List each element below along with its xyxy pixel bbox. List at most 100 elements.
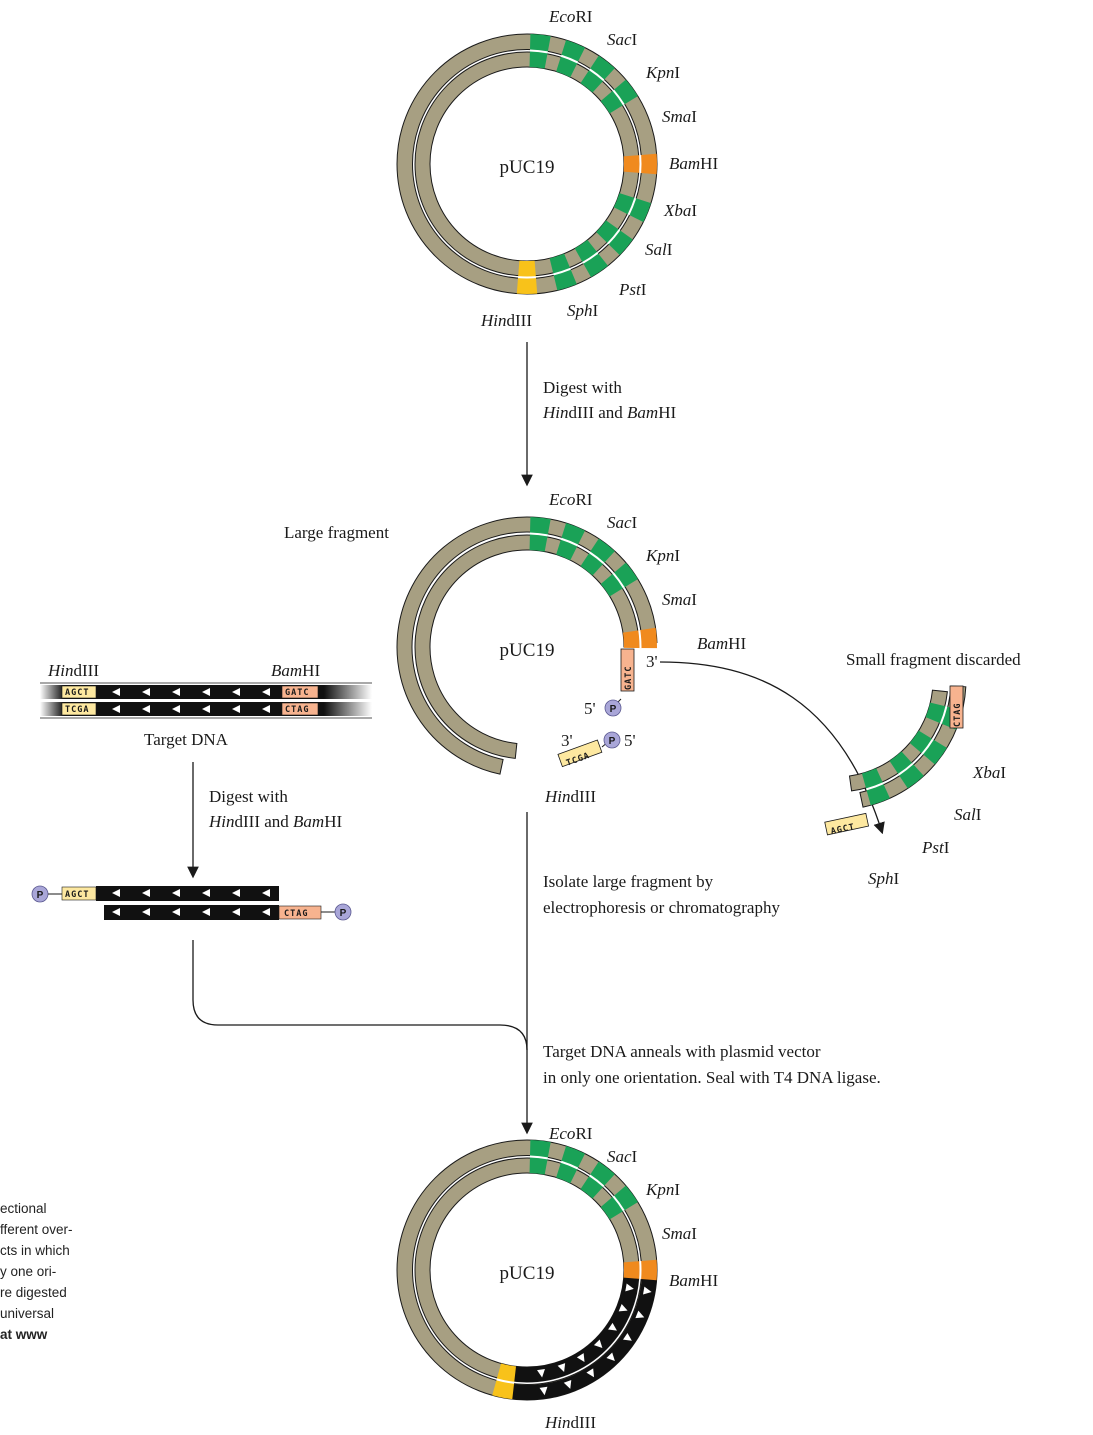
prime-5-top: 5' [584,699,596,718]
caption-line: re digested [0,1285,67,1300]
plasmid-bottom-site-labels: EcoRI SacI KpnI SmaI BamHI HindIII [544,1124,718,1432]
isolate-line1: Isolate large fragment by [543,872,714,891]
plasmid-mid-name: pUC19 [500,640,555,661]
orientation-arrow [232,705,240,713]
target-right-site: BamHI [271,661,320,680]
site-label-hindiii: HindIII [480,311,532,330]
site-label-psti: PstI [618,280,647,299]
orientation-arrow [202,688,210,696]
orientation-arrow [623,1332,632,1341]
site-label-bamhi: BamHI [669,154,718,173]
anneal-line2: in only one orientation. Seal with T4 DN… [543,1068,881,1087]
orientation-arrow [112,889,120,897]
orientation-arrow [625,1283,634,1292]
svg-text:P: P [340,908,347,919]
orientation-arrow [608,1322,617,1331]
svg-text:TCGA: TCGA [65,705,89,715]
small-fragment-label: Small fragment discarded [846,650,1021,669]
step1-line2: HindIII and BamHI [542,403,676,422]
step1-line1: Digest with [543,378,622,397]
prime-3-bottom: 3' [561,731,573,750]
orientation-arrow [563,1379,572,1389]
svg-text:GATC: GATC [285,688,309,698]
caption-line: fferent over- [0,1222,73,1237]
site-label-sali: SalI [954,805,982,824]
site-label-ecori: EcoRI [548,7,593,26]
hindiii-sticky-end: TCGA 3' P 5' [557,731,636,769]
svg-text:P: P [609,736,616,747]
site-label-saci: SacI [607,513,638,532]
phosphate-icon [604,699,622,717]
target-left-site: HindIII [47,661,99,680]
orientation-arrow [643,1286,652,1295]
orientation-arrow [593,1339,603,1349]
orientation-arrow [202,908,210,916]
orientation-arrow [537,1368,545,1378]
orientation-arrow [606,1352,615,1361]
orientation-arrow [142,889,150,897]
orientation-arrow [142,705,150,713]
arrow-discard-small-fragment [659,661,885,835]
site-label-saci: SacI [607,30,638,49]
plasmid-mid-large-fragment [396,516,658,775]
plasmid-mid-site-labels: EcoRI SacI KpnI SmaI BamHI HindIII [544,490,746,806]
site-label-kpni: KpnI [645,546,680,565]
svg-text:AGCT: AGCT [65,688,89,698]
orientation-arrow [232,688,240,696]
site-label-xbai: XbaI [663,201,697,220]
svg-text:P: P [610,704,617,715]
orientation-arrow [262,688,270,696]
small-fragment-site-labels: XbaI SalI PstI SphI [868,763,1006,888]
anneal-line1: Target DNA anneals with plasmid vector [543,1042,821,1061]
orientation-arrow [262,705,270,713]
site-label-kpni: KpnI [645,1180,680,1199]
orientation-arrow [112,908,120,916]
orientation-arrow [202,889,210,897]
phosphate-icon [603,731,621,749]
small-fragment [848,685,967,808]
site-label-hindiii: HindIII [544,787,596,806]
site-label-kpni: KpnI [645,63,680,82]
bamhi-sticky-end: GATC 3' P 5' [584,648,658,718]
orientation-arrow [202,705,210,713]
prime-5-bottom: 5' [624,731,636,750]
svg-text:CTAG: CTAG [953,703,963,727]
bamhi-seq: GATC [624,666,634,690]
target-arrows [112,688,270,713]
caption-line: at www [0,1327,48,1342]
orientation-arrow [232,908,240,916]
small-fragment-top-end: CTAG [949,685,964,729]
orientation-arrow [618,1303,628,1312]
step2-line1: Digest with [209,787,288,806]
site-label-bamhi: BamHI [669,1271,718,1290]
orientation-arrow [557,1363,566,1372]
phosphate-icon [334,903,352,921]
site-label-hindiii: HindIII [544,1413,596,1432]
orientation-arrow [262,889,270,897]
svg-text:AGCT: AGCT [830,822,856,837]
svg-text:P: P [37,890,44,901]
svg-text:CTAG: CTAG [284,909,308,919]
orientation-arrow [172,688,180,696]
orientation-arrow [172,705,180,713]
svg-text:AGCT: AGCT [65,890,89,900]
orientation-arrow [586,1368,595,1378]
site-label-xbai: XbaI [972,763,1006,782]
site-label-smai: SmaI [662,107,697,126]
plasmid-bottom-recombinant [396,1139,658,1401]
svg-text:CTAG: CTAG [285,705,309,715]
orientation-arrow [112,688,120,696]
target-dna-label: Target DNA [144,730,229,749]
caption-line: ectional [0,1201,47,1216]
isolate-line2: electrophoresis or chromatography [543,898,780,917]
site-label-psti: PstI [921,838,950,857]
site-label-ecori: EcoRI [548,490,593,509]
site-label-ecori: EcoRI [548,1124,593,1143]
orientation-arrow [172,908,180,916]
merge-line [192,940,528,1051]
site-label-sphi: SphI [567,301,599,320]
site-label-sphi: SphI [868,869,900,888]
prime-3-top: 3' [646,652,658,671]
site-label-smai: SmaI [662,590,697,609]
